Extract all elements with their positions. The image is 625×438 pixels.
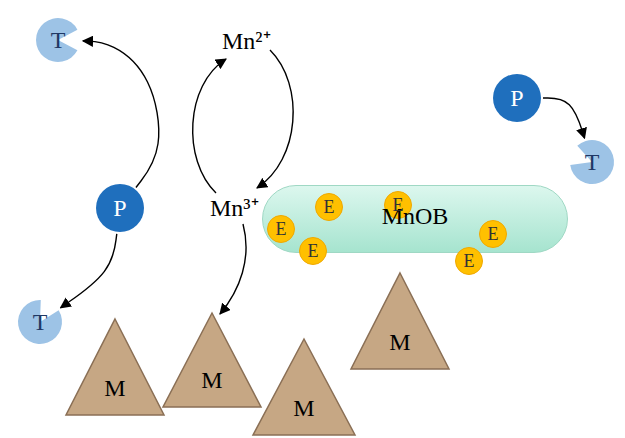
reaction-arrow <box>83 41 159 188</box>
product-pacman: T <box>18 300 62 344</box>
mineral-triangle: M <box>65 318 165 416</box>
node-text: E <box>308 242 319 260</box>
ion-label: Mn³⁺ <box>210 196 259 220</box>
node-text: M <box>201 368 222 392</box>
reaction-arrow <box>543 98 585 138</box>
node-text: P <box>510 86 523 110</box>
node-text: T <box>585 150 600 174</box>
enzyme-dot: E <box>479 220 507 248</box>
ion-label: Mn²⁺ <box>222 29 271 53</box>
bacteria-body: MnOBEEEEEE <box>262 185 568 253</box>
node-text: M <box>293 396 314 420</box>
reaction-arrow <box>61 234 117 308</box>
node-text: P <box>113 196 126 220</box>
node-text: E <box>324 198 335 216</box>
node-text: M <box>389 330 410 354</box>
triangle-shape <box>162 312 262 408</box>
triangle-shape <box>252 338 356 436</box>
mineral-triangle: M <box>162 312 262 408</box>
node-text: MnOB <box>382 204 449 228</box>
node-text: T <box>33 310 48 334</box>
node-text: T <box>51 28 66 52</box>
substrate-circle: P <box>96 184 144 232</box>
triangle-shape <box>65 318 165 416</box>
node-text: E <box>464 252 475 270</box>
mineral-triangle: M <box>252 338 356 436</box>
enzyme-dot: E <box>267 215 295 243</box>
node-text: M <box>104 376 125 400</box>
precipitation-arrow <box>220 224 246 314</box>
triangle-shape <box>350 272 450 370</box>
reduction-arrow <box>193 59 226 193</box>
product-pacman: T <box>36 18 80 62</box>
enzyme-dot: E <box>455 247 483 275</box>
oxidation-arrow <box>257 50 293 188</box>
enzyme-dot: E <box>315 193 343 221</box>
node-text: E <box>276 220 287 238</box>
node-text: E <box>393 196 404 214</box>
product-pacman: T <box>570 140 614 184</box>
node-text: E <box>488 225 499 243</box>
mineral-triangle: M <box>350 272 450 370</box>
enzyme-dot: E <box>299 237 327 265</box>
substrate-circle: P <box>493 74 541 122</box>
